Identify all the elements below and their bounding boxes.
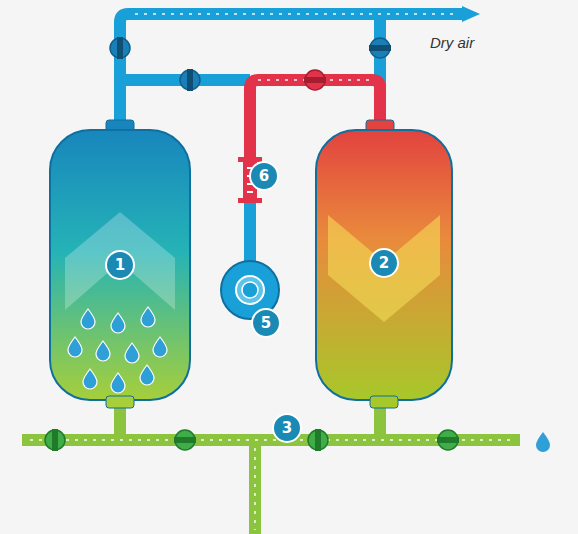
callout-number: 5 <box>261 314 271 332</box>
callout-number: 2 <box>379 254 389 272</box>
outlet-arrow <box>462 6 480 22</box>
pipes <box>22 14 520 534</box>
callout-number: 1 <box>115 256 125 274</box>
vessel-1 <box>50 120 190 408</box>
vessel-2 <box>316 120 452 408</box>
outlet-label: Dry air <box>430 34 474 51</box>
callout-number: 3 <box>282 419 292 437</box>
water-drop <box>536 432 550 452</box>
valves <box>45 37 459 451</box>
callout-number: 6 <box>259 167 269 185</box>
callout-circles <box>106 162 398 442</box>
